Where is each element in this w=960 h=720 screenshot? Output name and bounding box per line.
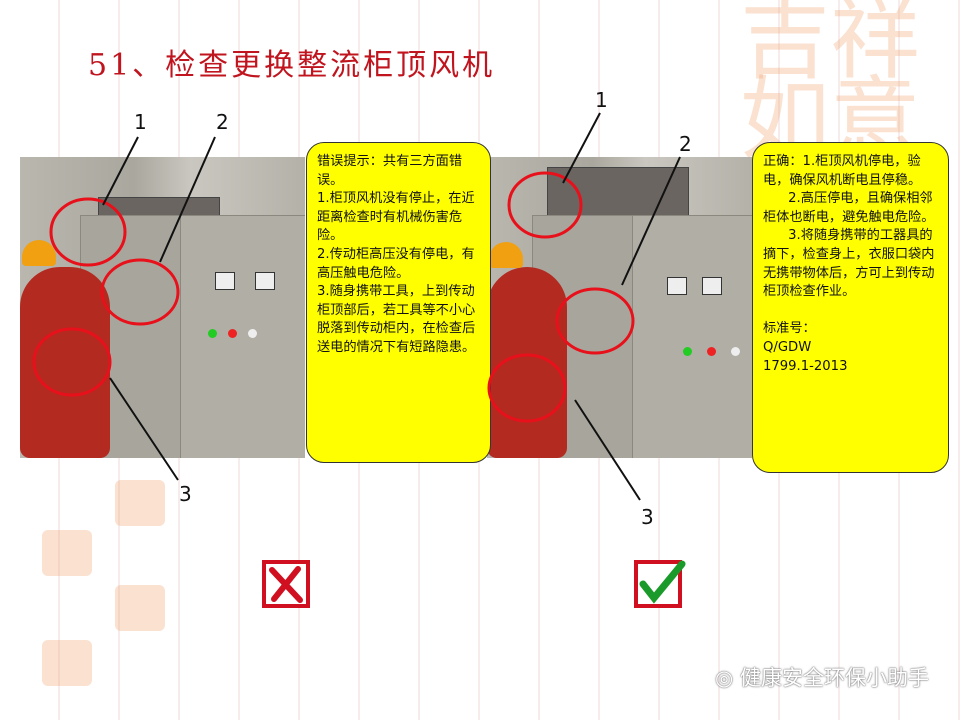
check-mark-icon [634,560,686,608]
right-photo [487,157,752,458]
watermark: ◎ 健康安全环保小助手 [715,662,929,692]
correct-tips-box: 正确：1.柜顶风机停电，验电，确保风机断电且停稳。 2.高压停电，且确保相邻柜体… [752,142,949,473]
label-1: 1 [134,110,147,134]
watermark-text: 健康安全环保小助手 [740,666,929,690]
decorative-stamp [42,530,92,576]
wrong-photo [20,157,305,458]
label-3: 3 [179,482,192,506]
page-title: 51、检查更换整流柜顶风机 [88,48,496,83]
label-1: 1 [595,88,608,112]
label-2: 2 [216,110,229,134]
label-3: 3 [641,505,654,529]
decorative-stamp [115,585,165,631]
decorative-stamp [115,480,165,526]
decorative-stamp [42,640,92,686]
x-mark-icon [262,560,310,608]
label-2: 2 [679,132,692,156]
decorative-stamp-logo: 吉祥如意 [740,0,920,172]
wrong-tips-box: 错误提示：共有三方面错误。 1.柜顶风机没有停止，在近距离检查时有机械伤害危险。… [306,142,491,463]
wechat-icon: ◎ [715,666,740,690]
